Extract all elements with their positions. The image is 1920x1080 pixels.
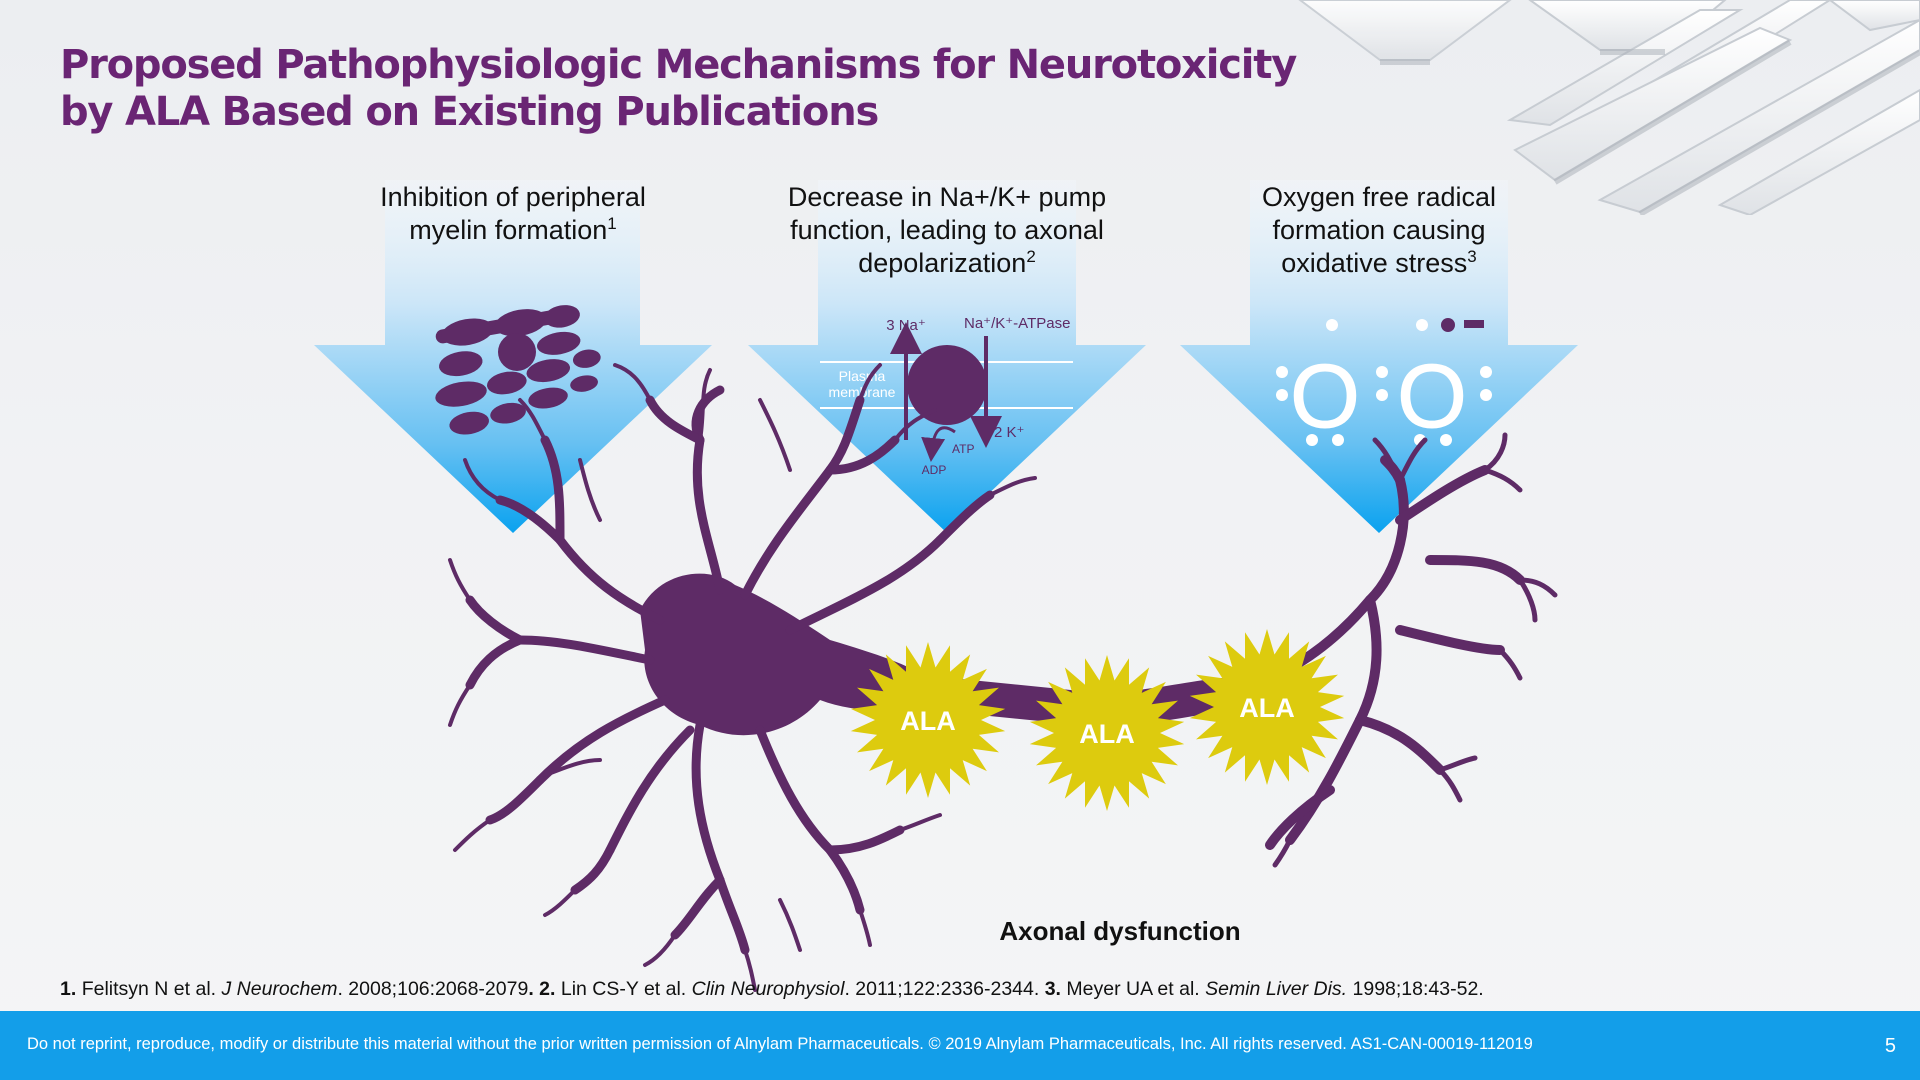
slide-title-line-1: Proposed Pathophysiologic Mechanisms for…: [60, 42, 1297, 88]
slide-title: Proposed Pathophysiologic Mechanisms for…: [60, 42, 1297, 136]
reference-1: 1. Felitsyn N et al. J Neurochem. 2008;1…: [60, 978, 534, 1000]
ala-label-1: ALA: [900, 706, 956, 736]
mechanism-2-line-3: depolarization2: [858, 247, 1036, 278]
mechanism-label-3: Oxygen free radical formation causing ox…: [1169, 181, 1589, 280]
oxygen-atom-right: O: [1397, 347, 1467, 447]
mechanism-3-line-3: oxidative stress3: [1281, 247, 1477, 278]
neurotoxicity-diagram: 3 Na⁺ Na⁺/K⁺-ATPase Plasma membrane 2 K⁺…: [314, 180, 1578, 992]
mechanism-label-2: Decrease in Na+/K+ pump function, leadin…: [737, 181, 1157, 280]
reference-3: 3. Meyer UA et al. Semin Liver Dis. 1998…: [1044, 978, 1484, 1000]
mechanism-label-1: Inhibition of peripheral myelin formatio…: [303, 181, 723, 247]
mechanism-1-line-2: myelin formation1: [409, 214, 617, 245]
mechanism-arrow-3: [1180, 180, 1578, 533]
mechanism-2-line-2: function, leading to axonal: [790, 215, 1104, 245]
ala-label-3: ALA: [1239, 693, 1295, 723]
mechanism-1-ref: 1: [607, 214, 617, 233]
superoxide-radical-icon: O O: [1276, 318, 1492, 448]
reference-2: 2. Lin CS-Y et al. Clin Neurophysiol. 20…: [539, 978, 1040, 1000]
axonal-dysfunction-caption: Axonal dysfunction: [999, 916, 1241, 946]
potassium-label: 2 K⁺: [994, 424, 1024, 441]
adp-label: ADP: [922, 463, 947, 477]
ala-burst-1: [850, 642, 1006, 798]
page-number: 5: [1884, 1035, 1896, 1057]
mechanism-3-ref: 3: [1467, 247, 1477, 266]
atp-label: ATP: [952, 442, 974, 456]
sodium-label: 3 Na⁺: [886, 317, 926, 334]
oxygen-atom-left: O: [1290, 347, 1360, 447]
neuron-illustration: [448, 363, 1558, 992]
slide-title-line-2: by ALA Based on Existing Publications: [60, 89, 879, 135]
ala-burst-2: [1029, 655, 1185, 811]
myelin-icon: [435, 305, 601, 435]
ala-burst-3: [1189, 629, 1345, 785]
mechanism-2-ref: 2: [1026, 247, 1036, 266]
mechanism-2-line-1: Decrease in Na+/K+ pump: [787, 182, 1107, 212]
ala-bursts: ALA ALA ALA: [850, 629, 1345, 811]
membrane-label-line-1: Plasma: [839, 368, 886, 384]
mechanism-3-line-2: formation causing: [1272, 215, 1486, 245]
mechanism-3-line-1: Oxygen free radical: [1261, 182, 1497, 212]
maze-background-image: [1298, 0, 1920, 215]
ala-label-2: ALA: [1079, 719, 1135, 749]
copyright-notice: Do not reprint, reproduce, modify or dis…: [27, 1035, 1533, 1053]
footer-bar: Do not reprint, reproduce, modify or dis…: [0, 1011, 1920, 1080]
mechanism-1-line-1: Inhibition of peripheral: [380, 182, 646, 212]
references: 1. Felitsyn N et al. J Neurochem. 2008;1…: [60, 978, 1484, 1001]
pump-label: Na⁺/K⁺-ATPase: [964, 315, 1070, 332]
